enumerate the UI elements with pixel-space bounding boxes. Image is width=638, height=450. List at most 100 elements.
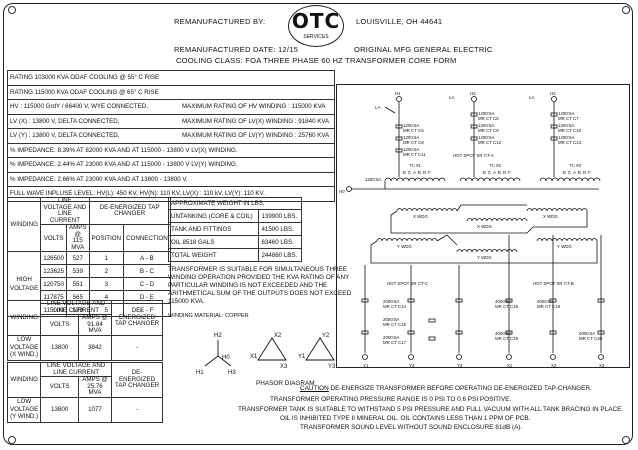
hv-amps: 551 [65,277,90,291]
tap-letters: ECABDF [403,170,433,175]
y-winding [376,238,438,242]
phasor-x2: X2 [274,333,282,339]
suitability-line: ARITHMETICAL SUM OF THE OUTPUTS DOES NOT… [168,290,352,297]
weight-value: 139900 LBS. [258,209,302,223]
lvy-tap: - [111,396,163,423]
hv-h-tap: DE-ENERGIZED TAP CHANGER [88,197,171,225]
phasor-x3: X3 [280,364,288,370]
tap-letters: ECABDF [483,170,513,175]
hv-ct [470,112,478,117]
lv-ct-label: MR CT C19 [495,336,519,341]
plate-border [3,3,633,445]
vacuum-note: TRANSFORMER TANK IS SUITABLE TO WITHSTAN… [238,406,624,413]
hv-connection: C - D [123,277,171,291]
phasor-y2: Y2 [322,333,330,339]
weight-value: 63460 LBS. [258,235,302,249]
hv-connection: A - B [123,251,171,265]
lv-ct-label: MR CT C20 [579,336,603,341]
lv-ct-ratio: 4000:5A [537,299,553,304]
y-delta-conn [370,240,598,264]
phasor-y1: Y1 [298,354,306,360]
lv-terminal-label: X2 [551,363,557,368]
reman-date: REMANUFACTURED DATE: 12/15 [174,45,299,54]
ct-ratio: 1200:5A [558,135,574,140]
hv-coil [459,177,521,182]
wiring-schematic: H1 H2 H3 LA LA LA H0 1200:5A MR CT C5 12… [336,84,630,368]
suitability-line: TRANSFORMER IS SUITABLE FOR SIMULTANEOUS… [168,266,348,273]
la-label: LA [529,95,534,100]
tc-label: TC #2 [489,163,502,168]
lvx-h-tap: DE-ENERGIZED TAP CHANGER [111,300,163,336]
lv-ct [597,298,605,303]
phasor-h1: H1 [196,370,204,376]
ct-ratio: 1200:5A [558,111,574,116]
ct-ratio: 1200:5A [478,123,494,128]
spec-table: RATING 103000 KVA ODAF COOLING @ 55° C R… [7,70,335,202]
lv-ct-ratio: 2000:5A [383,317,399,322]
suitability-line: 115000 KVA. [168,298,205,305]
x-delta-conn [390,210,588,234]
lvy-h-volts: VOLTS [40,376,79,398]
hv-ct [395,148,403,153]
weight-value: 244860 LBS. [258,248,302,262]
weight-label: UNTANKING (CORE & COIL) [167,209,260,223]
impedance-1: % IMPEDANCE: 8.39% AT 82000 KVA AND AT 1… [7,142,335,158]
ct-ratio: 1200:5A [403,135,419,140]
logo-subtext: SERVICES [303,34,329,40]
hot-spot-label: HOT SPOT SR CT-B [533,281,574,286]
caution-text: DE-ENERGIZE TRANSFORMER BEFORE OPERATING… [328,385,592,392]
hv-position: 1 [88,251,125,265]
hv-h-amps: AMPS @ 115 MVA [65,224,90,252]
lv-ct [428,318,436,323]
terminal-label: H2 [470,91,476,96]
terminal-label: H3 [550,91,556,96]
mounting-hole [8,436,16,444]
lvy-h-tap: DE-ENERGIZED TAP CHANGER [111,362,163,398]
hv-ct [470,124,478,129]
lv-ct [597,330,605,335]
impedance-3: % IMPEDANCE: 2.66% AT 23000 KVA AND AT 1… [7,171,335,187]
y-delta-conn [436,234,458,246]
impedance-2: % IMPEDANCE: 2.44% AT 23000 KVA AND AT 1… [7,157,335,173]
lvx-rating: LV (X) : 13800 V, DELTA CONNECTED, [7,113,180,129]
hv-h-position: POSITION [88,224,125,252]
oil-note: OIL IS INHIBITED TYPE II MINERAL OIL. OI… [280,415,531,422]
lv-ct-ratio: 2000:5A [383,299,399,304]
lv-ct [407,298,415,303]
lv-bushing [598,354,604,360]
weights-table: APPROXIMATE WEIGHT IN LBS. UNTANKING (CO… [167,197,302,262]
terminal-label: H1 [395,91,401,96]
ct-ratio: 1200:5A [365,177,381,182]
la-lead [384,106,396,114]
reman-by-label: REMANUFACTURED BY: [174,17,266,26]
hv-amps: 527 [65,251,90,265]
cooling-class: COOLING CLASS: FOA THREE PHASE 60 HZ TRA… [176,56,457,65]
lvx-winding-label: LOW VOLTAGE (X WIND.) [6,334,42,361]
lv-bushing [362,354,368,360]
lvy-rating: LV (Y) : 13800 V, DELTA CONNECTED, [7,128,180,144]
lv-ct-label: MR CT C16 [495,304,519,309]
la-label: LA [375,105,380,110]
x-winding-label: X WDG [413,214,428,219]
lvy-volts: 13800 [40,396,79,423]
ct-label: MR CT C5 [403,128,424,133]
hv-tap-table: WINDING LINE VOLTAGE AND LINE CURRENT DE… [6,197,171,317]
phasor-h0: H0 [222,355,230,361]
hv-ct [550,112,558,117]
x-delta-conn [456,204,527,212]
ct-label: MR CT C8 [403,140,424,145]
hot-spot-label: HOT SPOT SR CT-A [453,153,494,158]
lvy-max: MAXIMUM RATING OF LV(Y) WINDING : 25760 … [180,128,335,144]
lv-ct [455,330,463,335]
lvy-table: WINDING LINE VOLTAGE AND LINE CURRENT DE… [6,362,163,423]
hot-spot-label: HOT SPOT SR CT-C [387,281,428,286]
ct-ratio: 1200:5A [478,111,494,116]
weights-title: APPROXIMATE WEIGHT IN LBS. [168,197,302,210]
hv-connection: B - C [123,264,171,278]
hv-volts: 123625 [40,264,67,278]
ct-ratio: 1200:5A [558,123,574,128]
lvx-amps: 3842 [78,334,112,361]
phasor-h3: H3 [228,370,236,376]
lvx-tap: - [111,334,163,361]
x-winding [396,208,458,212]
